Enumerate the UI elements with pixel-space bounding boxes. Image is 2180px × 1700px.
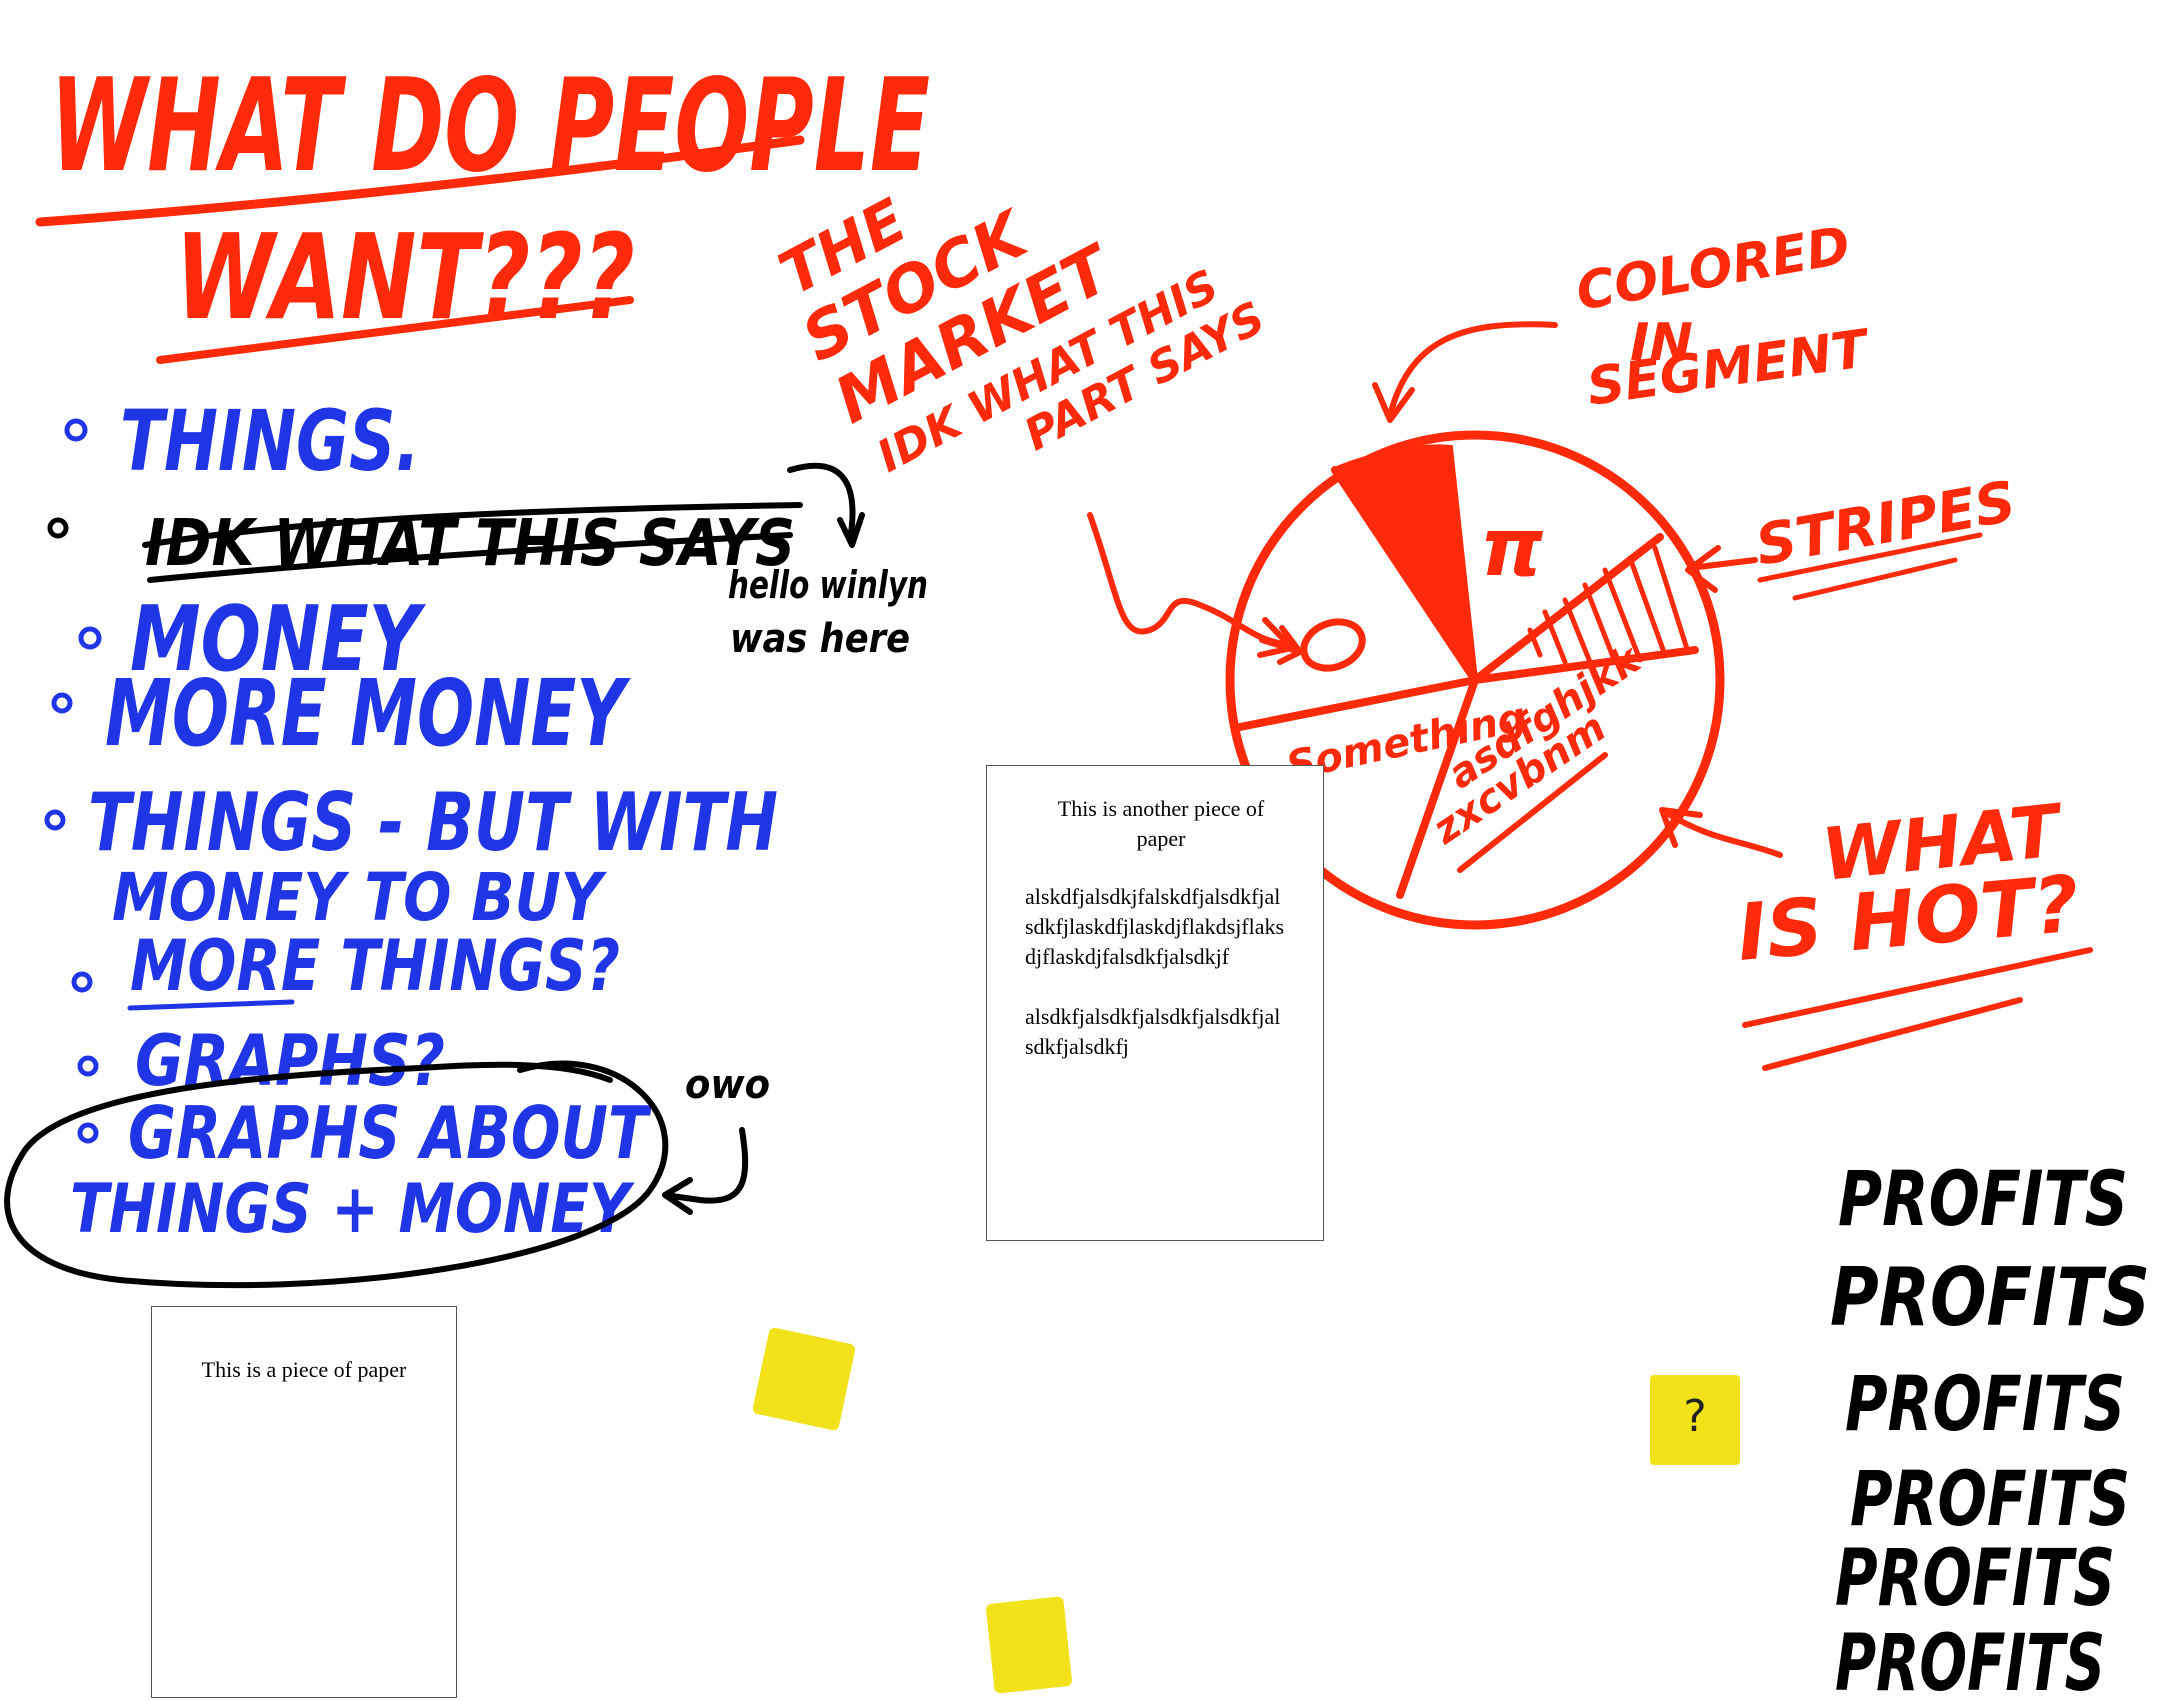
- list-item-graphs-about: GRAPHS ABOUT: [128, 1091, 652, 1175]
- profits-line: PROFITS: [1845, 1359, 2125, 1448]
- stock-arrow: [1087, 512, 1295, 658]
- what-arrow: [1659, 807, 1783, 858]
- side-notes: hello winlyn was here owo: [662, 563, 928, 1215]
- colored-line-3: SEGMENT: [1583, 319, 1874, 418]
- sticky-note-question[interactable]: ?: [1650, 1375, 1740, 1465]
- profits-line: PROFITS: [1835, 1619, 2105, 1700]
- list-item-more-things: MORE THINGS?: [130, 925, 620, 1007]
- bullet-icon: [64, 418, 88, 442]
- circle-around-last-item: [4, 1060, 669, 1289]
- bullet-icon: [47, 517, 69, 539]
- stripes-underline: [1757, 532, 1983, 601]
- profits-list: PROFITS PROFITS PROFITS PROFITS PROFITS …: [1830, 1154, 2150, 1700]
- stock-market-note: THE STOCK MARKET IDK WHAT THIS PART SAYS: [768, 186, 1273, 483]
- bullet-icon: [44, 809, 66, 831]
- stripes-label: STRIPES: [1751, 469, 2020, 579]
- list-item-more-money: MORE MONEY: [105, 660, 631, 767]
- paper-title: This is a piece of paper: [201, 1357, 407, 1382]
- bullet-icon: [71, 971, 93, 993]
- list-item-things-money: THINGS + MONEY: [70, 1170, 636, 1249]
- paper-paragraph: alskdfjalsdkjfalskdfjalsdkfjalsdkfjlaskd…: [1025, 884, 1285, 969]
- sticky-note[interactable]: [985, 1596, 1073, 1694]
- owo-arrow: [662, 1127, 749, 1215]
- pie-outline: [1225, 430, 1725, 930]
- more-underline: [127, 999, 295, 1011]
- colored-arrow: [1372, 321, 1558, 423]
- wants-list: THINGS. IDK WHAT THIS SAYS MONEY MORE MO…: [4, 392, 865, 1289]
- paper-card-2[interactable]: This is another piece of paper alskdfjal…: [986, 765, 1324, 1241]
- list-item-things: THINGS.: [120, 392, 420, 490]
- paper-card-1[interactable]: This is a piece of paper: [151, 1306, 457, 1698]
- pie-label-pi: π: [1480, 501, 1543, 594]
- sticky-note[interactable]: [751, 1326, 857, 1432]
- heading: WHAT DO PEOPLE WANT???: [35, 52, 930, 364]
- colored-line-2: IN: [1630, 313, 1693, 373]
- profits-line: PROFITS: [1835, 1534, 2115, 1624]
- profits-line: PROFITS: [1830, 1251, 2150, 1344]
- pie-scribble-in-circle: [1259, 625, 1303, 665]
- colored-line-1: COLORED: [1572, 216, 1855, 323]
- stripes-arrow: [1685, 545, 1758, 593]
- heading-line-2: WANT???: [175, 208, 635, 346]
- bullet-icon: [78, 626, 102, 650]
- list-item-things-but-with: THINGS - BUT WITH: [88, 776, 778, 869]
- what-underline: [1742, 947, 2093, 1071]
- pie-annotations: COLORED IN SEGMENT STRIPES WHAT IS HOT?: [1372, 216, 2093, 1071]
- pie-dividers: [1236, 466, 1699, 899]
- heading-underline-2: [156, 296, 634, 364]
- bullet-icon: [77, 1122, 99, 1144]
- profits-line: PROFITS: [1850, 1454, 2130, 1543]
- asdf-underline: [1457, 752, 1608, 873]
- paper-title: This is another piece of paper: [1057, 796, 1265, 851]
- note-hello: hello winlyn: [728, 563, 928, 607]
- curl-arrow: [787, 462, 865, 548]
- list-item-money: MONEY: [130, 587, 426, 692]
- note-was-here: was here: [730, 616, 910, 662]
- paper-paragraph: alsdkfjalsdkfjalsdkfjalsdkfjalsdkfjalsdk…: [1025, 1004, 1281, 1059]
- bullet-icon: [77, 1055, 99, 1077]
- list-item-money-to-buy: MONEY TO BUY: [112, 859, 607, 936]
- heading-underline-1: [35, 135, 805, 227]
- strikethrough-scribble: [142, 502, 803, 583]
- note-owo: owo: [685, 1062, 770, 1108]
- sticky-note-text: ?: [1683, 1391, 1707, 1442]
- bullet-icon: [51, 692, 73, 714]
- pie-stripes: [1527, 545, 1691, 665]
- profits-line: PROFITS: [1838, 1154, 2128, 1243]
- pie-small-circle: [1300, 618, 1366, 672]
